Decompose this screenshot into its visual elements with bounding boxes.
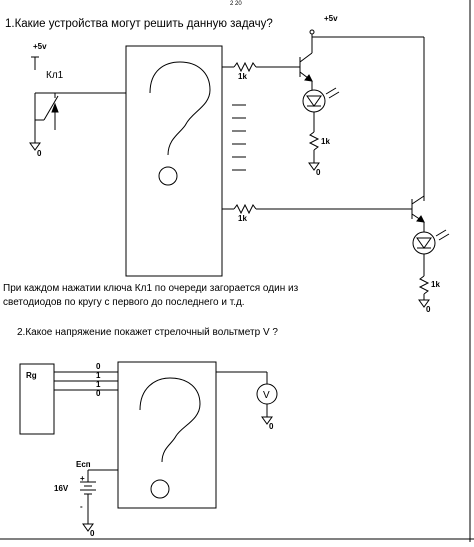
transistor-1 xyxy=(299,52,313,82)
ground-1-label: 0 xyxy=(316,168,321,177)
header-fragment: 2 20 xyxy=(230,1,242,7)
question-1-description-line-2: светодиодов по кругу с первого до послед… xyxy=(3,297,245,308)
voltmeter-label: V xyxy=(263,390,270,401)
question-mark-2 xyxy=(139,377,201,463)
ground-2-label: 0 xyxy=(426,305,431,314)
resistor-bottom xyxy=(233,203,257,215)
switch-ground-label: 0 xyxy=(37,149,42,158)
battery-value: 16V xyxy=(54,484,69,493)
question-mark-dot-1 xyxy=(158,166,178,186)
black-box-2 xyxy=(117,361,217,509)
resistor-top xyxy=(233,61,257,73)
battery-plus: + xyxy=(80,474,85,483)
resistor-bottom-label: 1k xyxy=(238,214,247,223)
switch-ground-symbol xyxy=(29,120,41,151)
question-2-title: 2.Какое напряжение покажет стрелочный во… xyxy=(17,327,278,338)
led-1-resistor-label: 1k xyxy=(321,137,330,146)
led-1-resistor xyxy=(308,131,320,151)
ground-symbol-1 xyxy=(308,162,320,171)
question-1-description-line-1: При каждом нажатии ключа Кл1 по очереди … xyxy=(3,283,299,294)
bus-label-0: 0 xyxy=(96,362,101,371)
battery-ground-label: 0 xyxy=(90,529,95,538)
switch-kl1 xyxy=(34,92,126,130)
transistor-2 xyxy=(411,195,425,223)
bus-label-2: 1 xyxy=(96,380,101,389)
black-box-1 xyxy=(125,45,223,277)
rg-block xyxy=(19,363,55,435)
question-1-title: 1.Какие устройства могут решить данную з… xyxy=(5,18,273,30)
battery-name: Eсп xyxy=(76,460,91,469)
led-2-resistor xyxy=(418,275,430,295)
switch-label: Кл1 xyxy=(46,70,64,81)
battery-symbol xyxy=(80,481,96,495)
transistor-supply-label: +5v xyxy=(324,14,338,23)
resistor-top-label: 1k xyxy=(238,72,247,81)
voltmeter-ground-symbol xyxy=(261,416,273,425)
question-mark-1 xyxy=(149,61,211,156)
question-mark-dot-2 xyxy=(150,479,170,499)
bus-label-1: 1 xyxy=(96,371,101,380)
switch-supply-label: +5v xyxy=(33,42,47,51)
led-2-resistor-label: 1k xyxy=(431,280,440,289)
led-2 xyxy=(412,229,450,255)
led-1 xyxy=(302,87,340,113)
output-dashes xyxy=(232,104,246,171)
battery-ground-symbol xyxy=(82,523,94,532)
bus-label-3: 0 xyxy=(96,389,101,398)
ground-symbol-2 xyxy=(418,299,430,308)
battery-minus: - xyxy=(80,502,83,511)
bus-lines xyxy=(54,371,118,391)
supply-node xyxy=(309,29,315,35)
rg-label: Rg xyxy=(26,371,37,380)
voltmeter-ground-label: 0 xyxy=(269,422,274,431)
